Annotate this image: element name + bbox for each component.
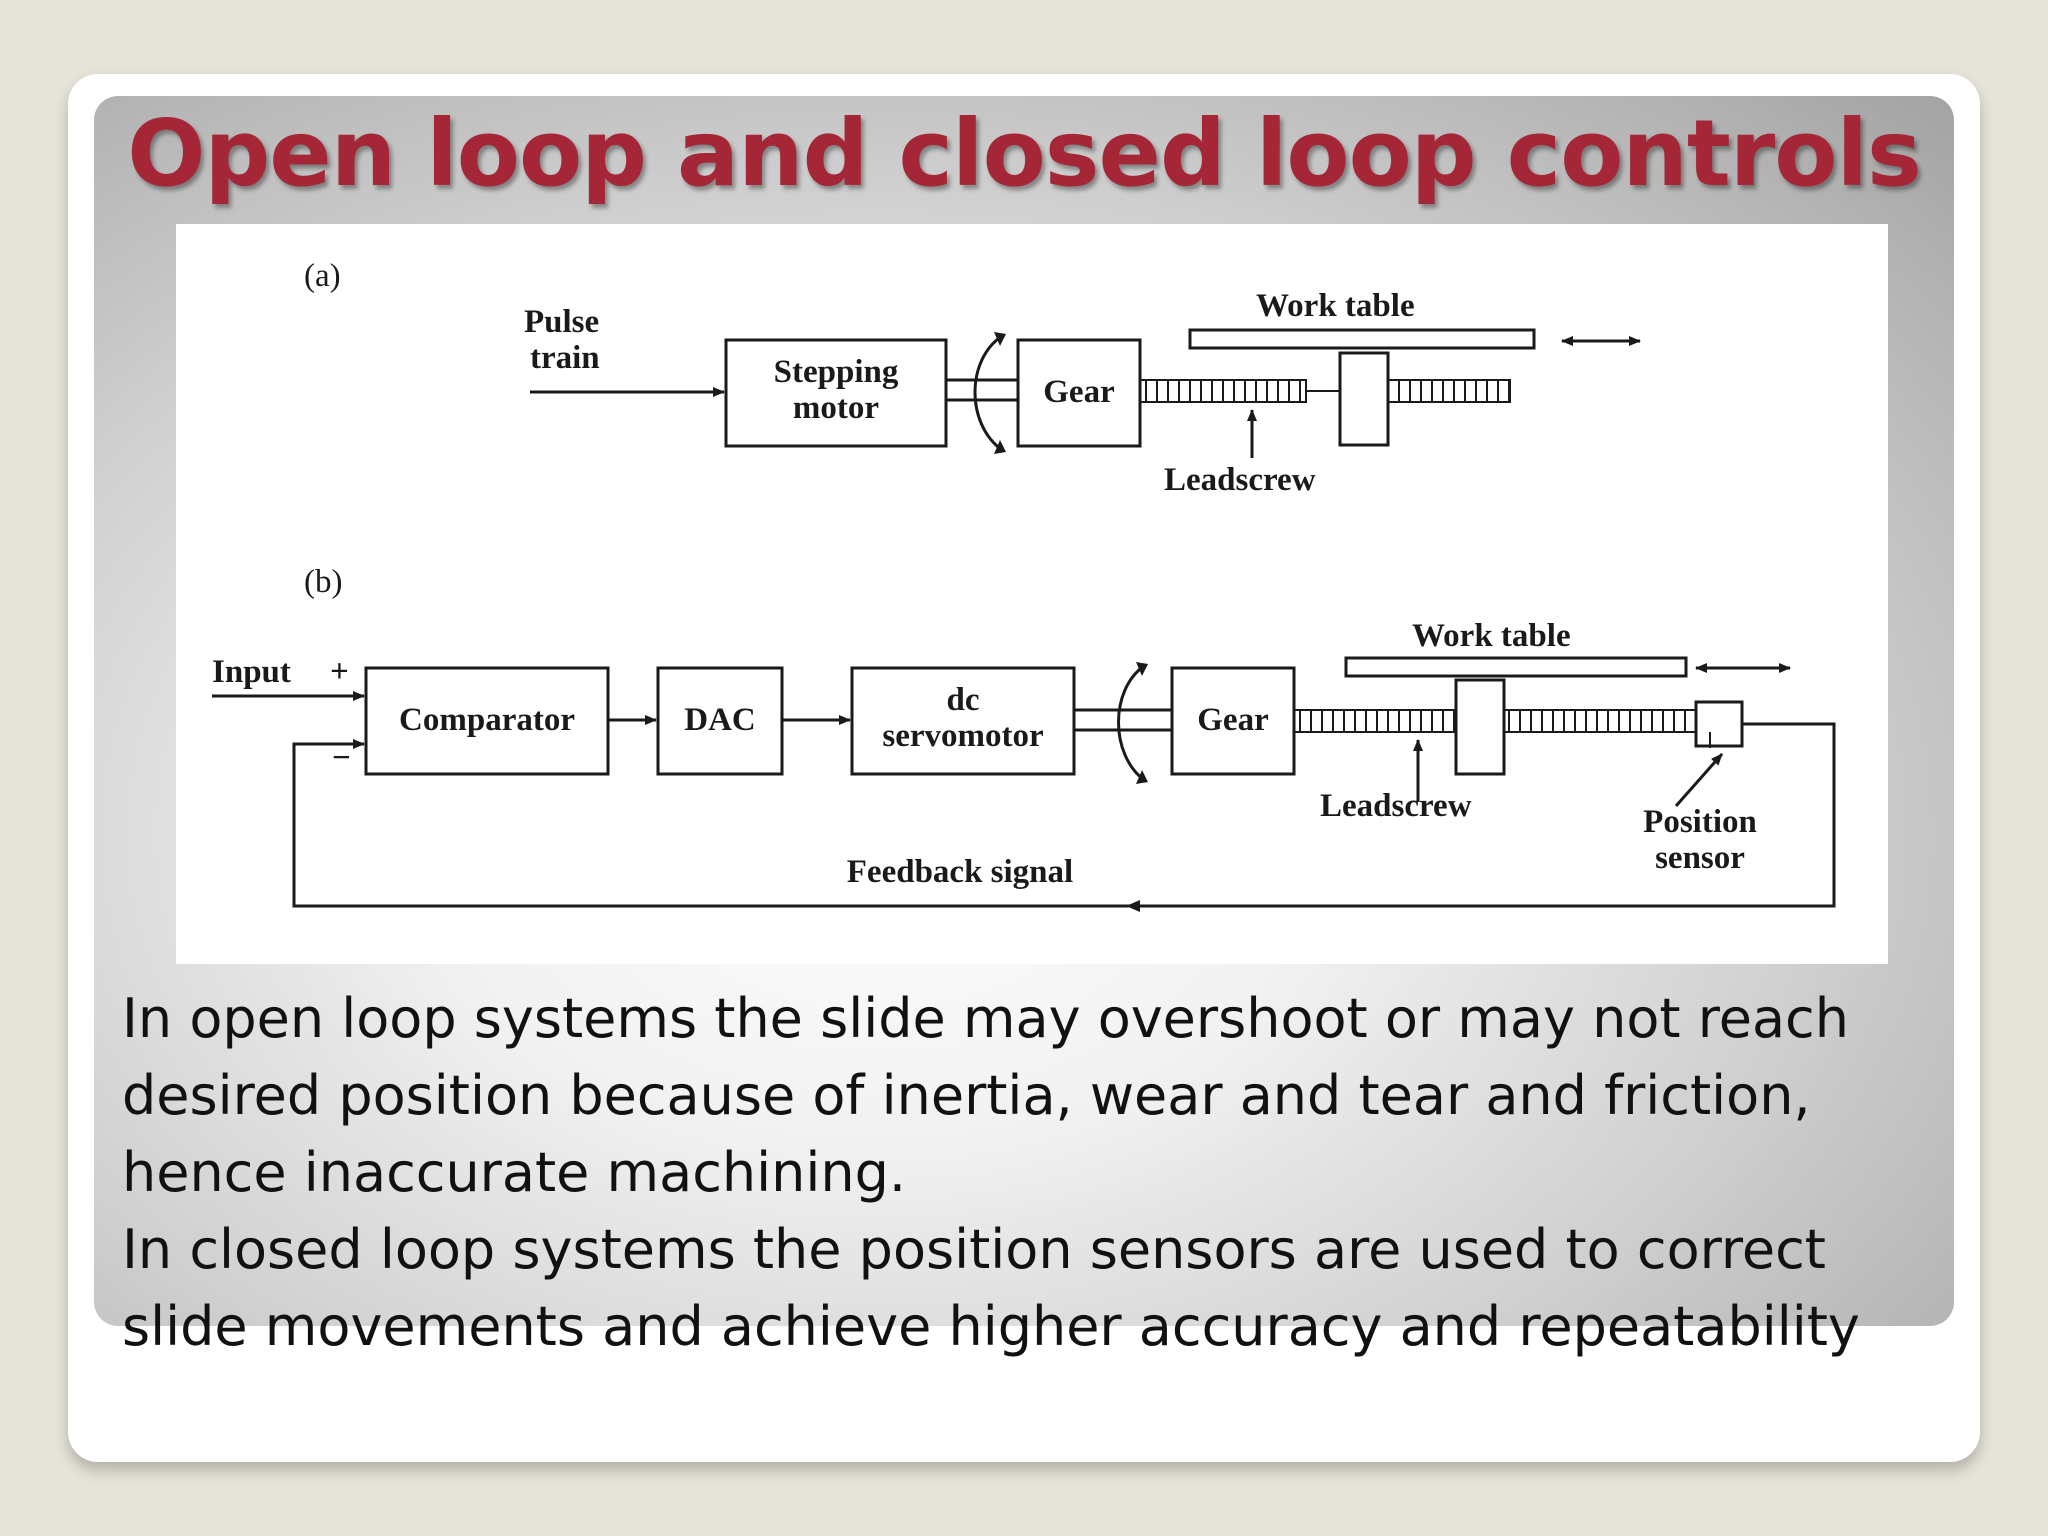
body-line: hence inaccurate machining. <box>122 1141 907 1204</box>
work-table-a <box>1188 328 1536 350</box>
gear-label-b: Gear <box>1197 702 1268 738</box>
open-loop-diagram: (a) Pulse train Stepping motor Gear Work… <box>304 258 1641 498</box>
comparator-label: Comparator <box>399 702 575 738</box>
leadscrew-b-right <box>1503 709 1697 733</box>
pulse-train-label-line1: Pulse <box>524 304 599 340</box>
diagram-a-label: (a) <box>304 258 341 294</box>
position-sensor-block <box>1694 700 1744 748</box>
minus-sign: − <box>332 740 351 776</box>
gear-label-a: Gear <box>1043 374 1114 410</box>
diagram-b-label: (b) <box>304 564 342 600</box>
servomotor-label-line1: dc <box>947 682 980 718</box>
stepping-motor-label-line2: motor <box>793 390 879 426</box>
body-line: slide movements and achieve higher accur… <box>122 1295 1860 1358</box>
position-sensor-label-line1: Position <box>1643 804 1757 840</box>
work-table-label-b: Work table <box>1412 618 1571 654</box>
leadscrew-label-b: Leadscrew <box>1320 788 1472 824</box>
rotation-arrowhead-b-bottom <box>1136 770 1148 784</box>
position-sensor-pointer <box>1674 753 1724 807</box>
slide-title: Open loop and closed loop controls <box>127 100 1922 207</box>
leadscrew-nut-b <box>1454 678 1506 776</box>
leadscrew-label-a: Leadscrew <box>1164 462 1316 498</box>
position-sensor-label-line2: sensor <box>1655 840 1745 876</box>
stepping-motor-label-line1: Stepping <box>774 354 899 390</box>
rotation-arrowhead-a-bottom <box>994 440 1006 454</box>
work-table-label-a: Work table <box>1256 288 1415 324</box>
servomotor-block <box>850 666 1076 776</box>
plus-sign: + <box>330 654 349 690</box>
leadscrew-nut-a <box>1338 351 1390 447</box>
work-table-b <box>1344 656 1688 678</box>
body-line: desired position because of inertia, wea… <box>122 1064 1811 1127</box>
stepping-motor-block <box>724 338 948 448</box>
slide-body-text: In open loop systems the slide may overs… <box>122 980 1962 1365</box>
leadscrew-a-left <box>1139 379 1307 403</box>
body-line: In closed loop systems the position sens… <box>122 1218 1826 1281</box>
leadscrew-a-right <box>1387 379 1511 403</box>
rotation-arrow-a <box>973 334 1003 452</box>
pulse-train-label-line2: train <box>530 340 600 376</box>
feedback-path <box>292 722 1836 908</box>
dac-label: DAC <box>684 702 756 738</box>
feedback-signal-label: Feedback signal <box>847 854 1073 890</box>
servomotor-label-line2: servomotor <box>882 718 1043 754</box>
leadscrew-b-left <box>1293 709 1457 733</box>
feedback-direction-arrowhead <box>1126 900 1140 912</box>
input-label: Input <box>212 654 291 690</box>
closed-loop-diagram: (b) Input + − Comparator DAC dc servomot… <box>212 564 1836 912</box>
control-system-diagram: (a) Pulse train Stepping motor Gear Work… <box>176 224 1888 964</box>
rotation-arrow-b <box>1117 664 1145 782</box>
rotation-arrowhead-a-top <box>994 332 1006 346</box>
body-line: In open loop systems the slide may overs… <box>122 987 1849 1050</box>
rotation-arrowhead-b-top <box>1136 662 1148 676</box>
